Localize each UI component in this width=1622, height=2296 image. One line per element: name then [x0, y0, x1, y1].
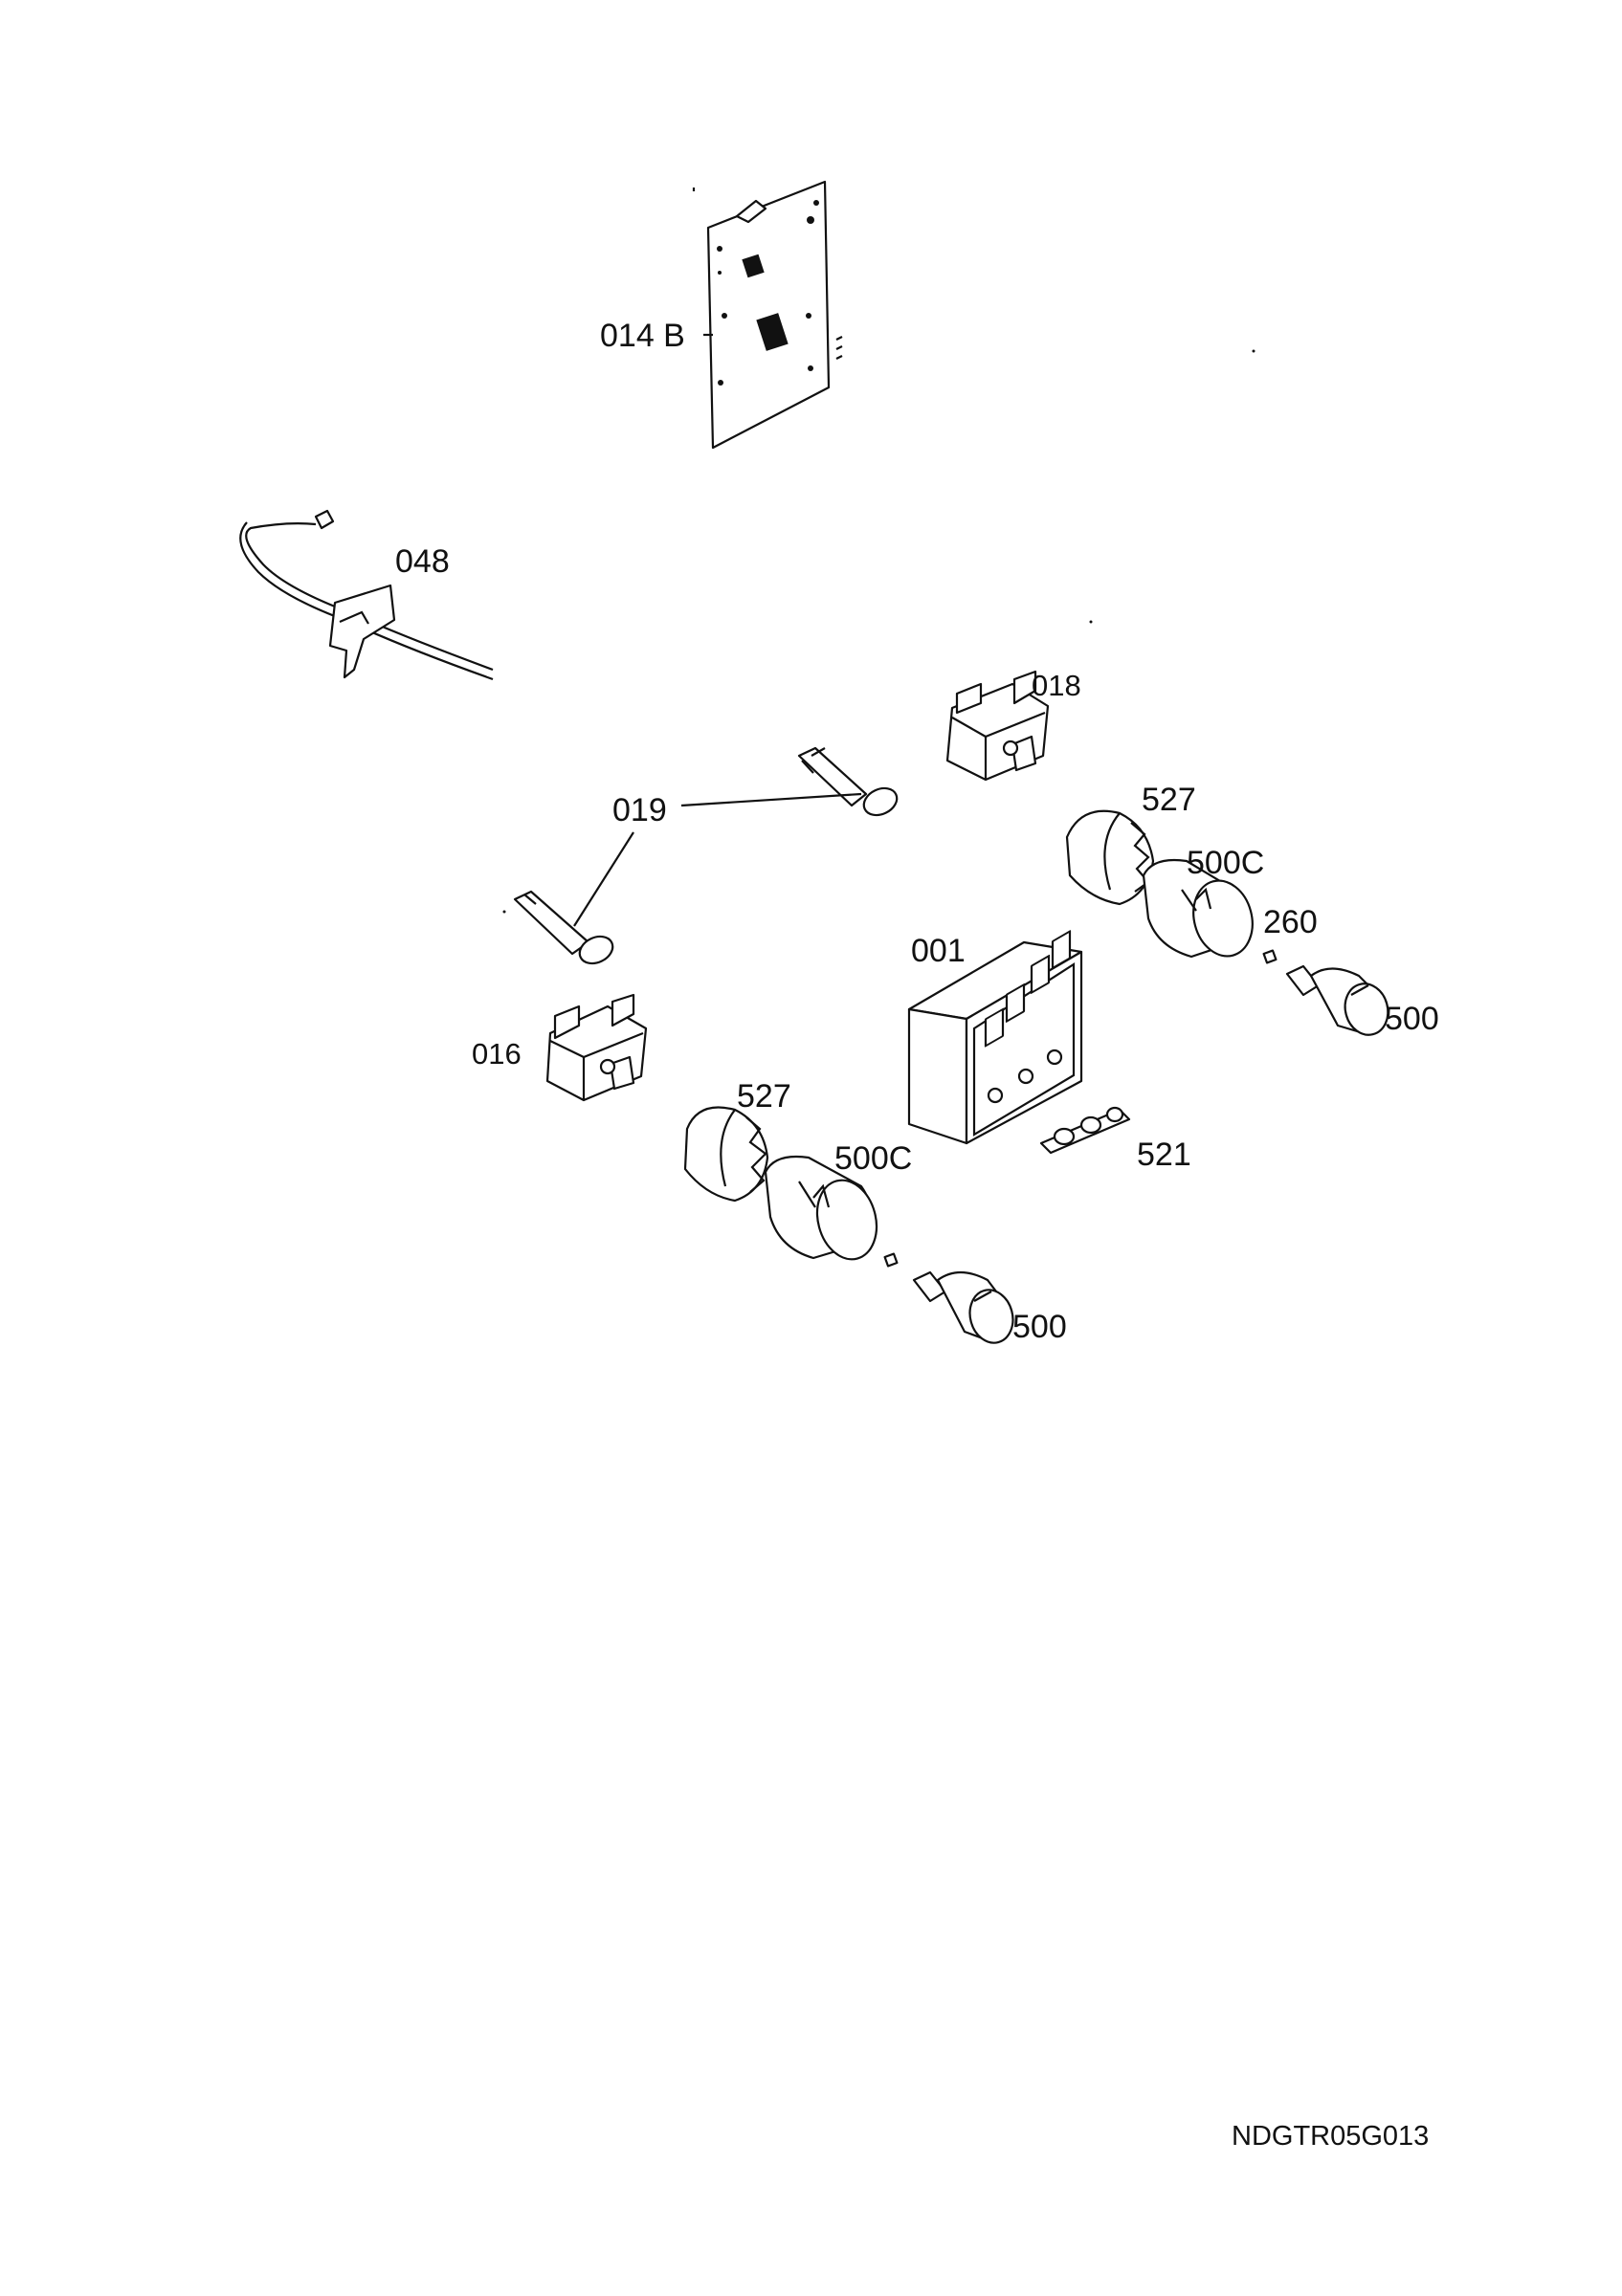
- label-knob-right: 500: [1385, 1001, 1439, 1037]
- switch-016-part: [545, 993, 648, 1102]
- lamp-leader-line-lower: [573, 831, 634, 927]
- knob-500-left-part: [912, 1270, 1014, 1344]
- timer-module-part: [907, 930, 1083, 1145]
- label-cable: 048: [395, 543, 450, 580]
- cable-harness-part: [239, 509, 494, 681]
- timer-display-digits: [984, 930, 1072, 1048]
- label-timer: 001: [911, 933, 966, 969]
- lamp-019-upper-part: [797, 746, 899, 817]
- clip-260-part: [1262, 949, 1278, 964]
- label-ring-left: 527: [737, 1078, 791, 1115]
- label-switch-018: 018: [1032, 669, 1081, 702]
- switch-018-part: [945, 670, 1050, 782]
- speck: [1252, 349, 1255, 353]
- label-pcb: 014 B: [600, 318, 685, 354]
- spring-521-part: [1039, 1106, 1131, 1155]
- label-clip-260: 260: [1263, 904, 1318, 940]
- speck: [502, 910, 506, 914]
- label-spring-521: 521: [1137, 1137, 1191, 1173]
- drawing-reference: NDGTR05G013: [1232, 2121, 1429, 2152]
- label-switch-016: 016: [472, 1037, 522, 1071]
- label-lamp: 019: [612, 792, 667, 828]
- pcb-board-part: [692, 180, 843, 450]
- knob-500-right-part: [1285, 964, 1389, 1036]
- lamp-leader-line-upper: [680, 792, 862, 807]
- speck: [1089, 620, 1093, 624]
- lamp-019-lower-part: [513, 890, 614, 965]
- timer-button-2: [1017, 1068, 1034, 1085]
- timer-button-1: [987, 1087, 1004, 1104]
- label-knob-left: 500: [1012, 1309, 1067, 1345]
- bezel-500c-right-part: [1142, 858, 1254, 959]
- timer-button-3: [1046, 1049, 1063, 1066]
- bezel-500c-left-part: [764, 1155, 878, 1261]
- label-bezel-left: 500C: [834, 1140, 912, 1177]
- ring-527-right-part: [1065, 809, 1155, 906]
- ring-527-left-part: [683, 1106, 769, 1203]
- clip-left-part: [883, 1252, 899, 1268]
- label-bezel-right: 500C: [1187, 845, 1264, 881]
- label-ring-right: 527: [1142, 782, 1196, 818]
